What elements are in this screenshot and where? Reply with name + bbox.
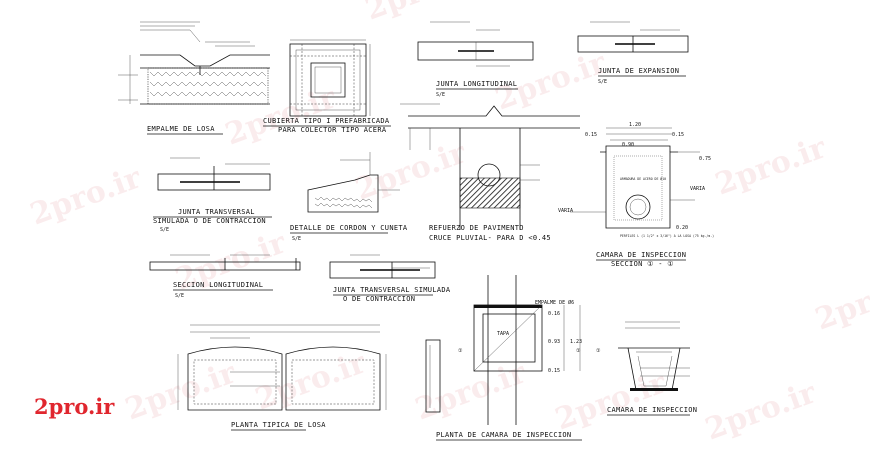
- title-cubierta-1: CUBIERTA TIPO I PREFABRICADA: [263, 117, 390, 125]
- watermark-text: 2pro.ir: [121, 355, 242, 428]
- detail-seccion-longitudinal: SECCION LONGITUDINAL S/E: [149, 254, 301, 299]
- detail-junta-expansion: JUNTA DE EXPANSION S/E: [577, 21, 689, 85]
- title-junta-simulada-2: O DE CONTRACCION: [343, 295, 415, 303]
- title-camara-seccion-1: CAMARA DE INSPECCION: [596, 251, 686, 259]
- watermark-text: 2pro.ir: [26, 160, 147, 233]
- dimension-label: 1.23: [570, 339, 582, 345]
- detail-empalme-de-losa: EMPALME DE LOSA: [118, 21, 270, 135]
- detail-refuerzo-pavimento: REFUERZO DE PAVIMENTO CRUCE PLUVIAL- PAR…: [400, 103, 580, 242]
- detail-junta-simulada: JUNTA TRANSVERSAL SIMULADA O DE CONTRACC…: [329, 254, 451, 303]
- section-marker-a: ①: [458, 348, 463, 354]
- dimension-label: 1.20: [629, 122, 641, 128]
- dimension-label: VARIA: [690, 186, 705, 192]
- label-empalme: EMPALME DE Ø6: [535, 299, 574, 306]
- annotation: ARMADURA DE ACERO DE Ø10: [620, 176, 666, 181]
- section-marker-b: ①: [576, 348, 581, 354]
- title-camara-inspeccion: CAMARA DE INSPECCION: [607, 406, 697, 414]
- dimension-label: 0.15: [585, 132, 597, 138]
- scale-label: S/E: [175, 293, 184, 299]
- dimension-label: 0.20: [676, 225, 688, 231]
- watermark-text: 2pro.ir: [411, 355, 532, 428]
- dimension-label: 0.15: [548, 368, 560, 374]
- title-refuerzo-2: CRUCE PLUVIAL- PARA D <0.45: [429, 234, 551, 242]
- scale-label: S/E: [160, 227, 169, 233]
- dimension-label: 0.15: [672, 132, 684, 138]
- watermark-text: 2pro.ir: [361, 0, 482, 28]
- dimension-label: 0.93: [548, 339, 560, 345]
- detail-junta-longitudinal: JUNTA LONGITUDINAL S/E: [417, 21, 534, 98]
- title-junta-longitudinal: JUNTA LONGITUDINAL: [436, 80, 517, 88]
- logo: 2pro.ir: [34, 394, 115, 419]
- watermark-text: 2pro.ir: [701, 375, 822, 448]
- detail-junta-transversal: JUNTA TRANSVERSAL SIMULADA O DE CONTRACC…: [153, 157, 272, 233]
- title-refuerzo-1: REFUERZO DE PAVIMENTO: [429, 224, 524, 232]
- title-empalme: EMPALME DE LOSA: [147, 125, 215, 133]
- title-junta-transversal-2: SIMULADA O DE CONTRACCION: [153, 217, 266, 225]
- title-junta-simulada-1: JUNTA TRANSVERSAL SIMULADA: [333, 286, 451, 294]
- label-tapa: TAPA: [497, 331, 509, 337]
- title-planta-losa: PLANTA TIPICA DE LOSA: [231, 421, 326, 429]
- title-detalle-cordon: DETALLE DE CORDON Y CUNETA: [290, 224, 408, 232]
- dimension-label: 0.75: [699, 156, 711, 162]
- watermark-text: 2pro.ir: [251, 345, 372, 418]
- dimension-label: VARIA: [558, 208, 573, 214]
- scale-label: S/E: [436, 92, 445, 98]
- title-junta-transversal-1: JUNTA TRANSVERSAL: [178, 208, 255, 216]
- dimension-label: 0.90: [622, 142, 634, 148]
- scale-label: S/E: [292, 236, 301, 242]
- detail-cubierta-tipo-i: CUBIERTA TIPO I PREFABRICADA PARA COLECT…: [263, 39, 391, 134]
- title-seccion-longitudinal: SECCION LONGITUDINAL: [173, 281, 263, 289]
- annotation: PERFILES L (1 1/2" x 3/16") A LA LOSA (7…: [620, 234, 714, 238]
- detail-cordon-cuneta: DETALLE DE CORDON Y CUNETA S/E: [290, 152, 408, 242]
- watermark-text: 2pro.ir: [711, 130, 832, 203]
- title-planta-camara: PLANTA DE CAMARA DE INSPECCION: [436, 431, 571, 439]
- detail-planta-losa: PLANTA TIPICA DE LOSA: [177, 324, 387, 431]
- scale-label: S/E: [598, 79, 607, 85]
- watermark-text: 2pro.ir: [351, 135, 472, 208]
- detail-camara-seccion: 1.20 0.15 0.15 0.90 0.75 VARIA VARIA 0.2…: [558, 122, 714, 268]
- detail-planta-camara: TAPA EMPALME DE Ø6 0.16 0.93 1.23 0.15 ①…: [425, 275, 582, 441]
- dimension-label: 0.16: [548, 311, 560, 317]
- title-junta-expansion: JUNTA DE EXPANSION: [598, 67, 679, 75]
- title-cubierta-2: PARA COLECTOR TIPO ACERA: [278, 126, 387, 134]
- detail-camara-pequena: ① CAMARA DE INSPECCION: [596, 321, 697, 416]
- title-camara-seccion-2: SECCION ① - ①: [611, 260, 674, 268]
- section-marker-c: ①: [596, 348, 601, 354]
- watermark-text: 2pro.ir: [811, 265, 870, 338]
